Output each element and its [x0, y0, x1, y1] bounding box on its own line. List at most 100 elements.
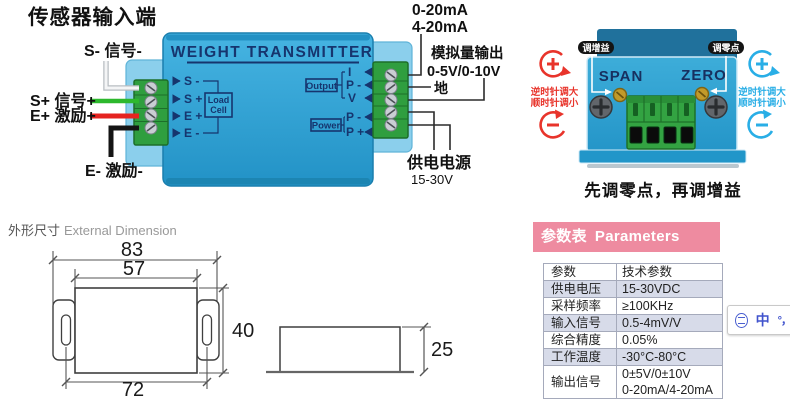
- output-terminal-block: [372, 61, 409, 139]
- label-current-range-2: 4-20mA: [412, 19, 468, 36]
- table-row: 综合精度 0.05%: [543, 331, 723, 349]
- parameters-header-zh: 参数表: [541, 228, 587, 245]
- param-value: ≥100KHz: [616, 297, 723, 315]
- param-value: 0.5-4mV/V: [616, 314, 723, 332]
- span-cw-decrease-icon: [539, 109, 566, 139]
- ime-logo-icon[interactable]: [735, 312, 748, 328]
- front-terminal-block: [626, 95, 696, 150]
- dim-83: 83: [121, 239, 143, 261]
- param-value: 15-30VDC: [616, 280, 723, 298]
- label-signal-plus: S+ 信号+: [30, 91, 96, 110]
- output-signal-line2: 0-20mA/4-20mA: [622, 383, 714, 397]
- pin-e-minus: E -: [184, 126, 199, 140]
- value-col-header: 技术参数: [616, 263, 723, 281]
- mount-slot-left: [60, 314, 72, 346]
- dimension-title-en: External Dimension: [64, 223, 177, 238]
- pin-s-plus: S +: [184, 92, 202, 106]
- sensor-wires: [90, 61, 139, 157]
- zero-ccw-note: 逆时针调大: [738, 86, 786, 98]
- param-name: 工作温度: [543, 348, 617, 366]
- label-power-supply: 供电电源: [406, 153, 471, 172]
- ime-language-toggle[interactable]: 中: [755, 312, 770, 328]
- param-col-header: 参数: [543, 263, 617, 281]
- span-ccw-increase-icon: [539, 50, 571, 78]
- dimension-drawing: 外形尺寸 External Dimension: [8, 223, 453, 401]
- mount-slot-right: [201, 314, 213, 346]
- pin-e-plus: E +: [184, 109, 202, 123]
- pin-out-v: V: [348, 91, 356, 105]
- device-silkscreen: WEIGHT TRANSMITTER S - S + E + E - Load …: [171, 44, 374, 140]
- parameters-table: 参数 技术参数 供电电压 15-30VDC 采样频率 ≥100KHz 输入信号 …: [543, 263, 723, 399]
- dim-72: 72: [122, 379, 144, 401]
- param-value: 0.05%: [616, 331, 723, 349]
- ime-punctuation-toggle[interactable]: °，: [777, 315, 790, 327]
- adjustment-diagram: 逆时针调大 顺时针调小 逆时针调大 顺时针调小 SPAN Z: [531, 29, 786, 200]
- label-analog-range: 0-5V/0-10V: [427, 64, 501, 80]
- pin-pwr-pminus: P -: [346, 110, 361, 124]
- input-terminal-block: [133, 79, 169, 146]
- dim-57: 57: [123, 258, 145, 280]
- span-potentiometer[interactable]: [612, 87, 628, 103]
- zero-potentiometer[interactable]: [694, 86, 710, 102]
- span-ccw-note: 逆时针调大: [531, 86, 579, 98]
- dim-25: 25: [431, 339, 453, 361]
- param-name: 供电电压: [543, 280, 617, 298]
- param-value: 0±5V/0±10V 0-20mA/4-20mA: [616, 365, 723, 399]
- top-view: [48, 251, 229, 389]
- label-ground: 地: [434, 80, 448, 96]
- wire-excite-minus: [108, 125, 139, 157]
- zero-label: ZERO: [681, 67, 727, 84]
- table-row: 输出信号 0±5V/0±10V 0-20mA/4-20mA: [543, 365, 723, 399]
- power-group: Power P - P +: [310, 110, 373, 139]
- param-name: 输入信号: [543, 314, 617, 332]
- device-end-view: SPAN ZERO 调增益 调零点: [578, 29, 747, 168]
- sensor-input-title: 传感器输入端: [27, 5, 157, 29]
- adjustment-caption: 先调零点，再调增益: [584, 180, 742, 200]
- output-box-label: Output: [306, 81, 338, 92]
- table-row: 供电电压 15-30VDC: [543, 280, 723, 298]
- dim-40: 40: [232, 320, 254, 342]
- svg-text:调增益: 调增益: [582, 42, 609, 53]
- pin-out-pminus: P -: [346, 78, 361, 92]
- label-current-range-1: 0-20mA: [412, 2, 468, 19]
- device-title: WEIGHT TRANSMITTER: [171, 44, 374, 61]
- table-row: 参数 技术参数: [543, 263, 723, 281]
- pin-s-minus: S -: [184, 74, 199, 88]
- param-name: 输出信号: [543, 365, 617, 399]
- load-cell-line1: Load: [208, 95, 230, 105]
- label-analog-output: 模拟量输出: [431, 44, 504, 62]
- param-name: 综合精度: [543, 331, 617, 349]
- table-row: 输入信号 0.5-4mV/V: [543, 314, 723, 332]
- load-cell-line2: Cell: [210, 105, 227, 115]
- param-name: 采样频率: [543, 297, 617, 315]
- zero-cw-note: 顺时针调小: [738, 97, 786, 109]
- gain-tag: 调增益: [578, 41, 614, 54]
- side-view: [266, 322, 431, 377]
- sensor-wiring-diagram: 传感器输入端 WEIGHT TRANSMITTER S - S + E + E: [27, 2, 504, 187]
- label-excite-minus: E- 激励-: [85, 161, 143, 180]
- param-value: -30°C-80°C: [616, 348, 723, 366]
- label-power-range: 15-30V: [411, 172, 453, 187]
- span-label: SPAN: [599, 68, 644, 85]
- pin-pwr-pplus: P +: [346, 125, 364, 139]
- ime-toolbar[interactable]: 中 °，: [727, 305, 790, 335]
- table-row: 采样频率 ≥100KHz: [543, 297, 723, 315]
- svg-text:调零点: 调零点: [712, 42, 739, 53]
- zero-cw-decrease-icon: [747, 109, 774, 139]
- label-signal-minus: S- 信号-: [84, 41, 142, 60]
- zero-ccw-increase-icon: [748, 50, 780, 78]
- output-group: Output I P - V: [305, 65, 373, 105]
- load-cell-box: Load Cell: [203, 80, 233, 134]
- case-screw-right: [704, 95, 728, 119]
- transmitter-body: [162, 32, 374, 187]
- table-row: 工作温度 -30°C-80°C: [543, 348, 723, 366]
- dimension-title-zh: 外形尺寸: [8, 223, 60, 238]
- power-box-label: Power: [312, 121, 341, 132]
- device-left-pins: S - S + E + E -: [172, 74, 202, 140]
- case-screw-left: [589, 95, 613, 119]
- label-excite-plus: E+ 激励+: [30, 106, 96, 125]
- output-leader-lines: [408, 34, 485, 150]
